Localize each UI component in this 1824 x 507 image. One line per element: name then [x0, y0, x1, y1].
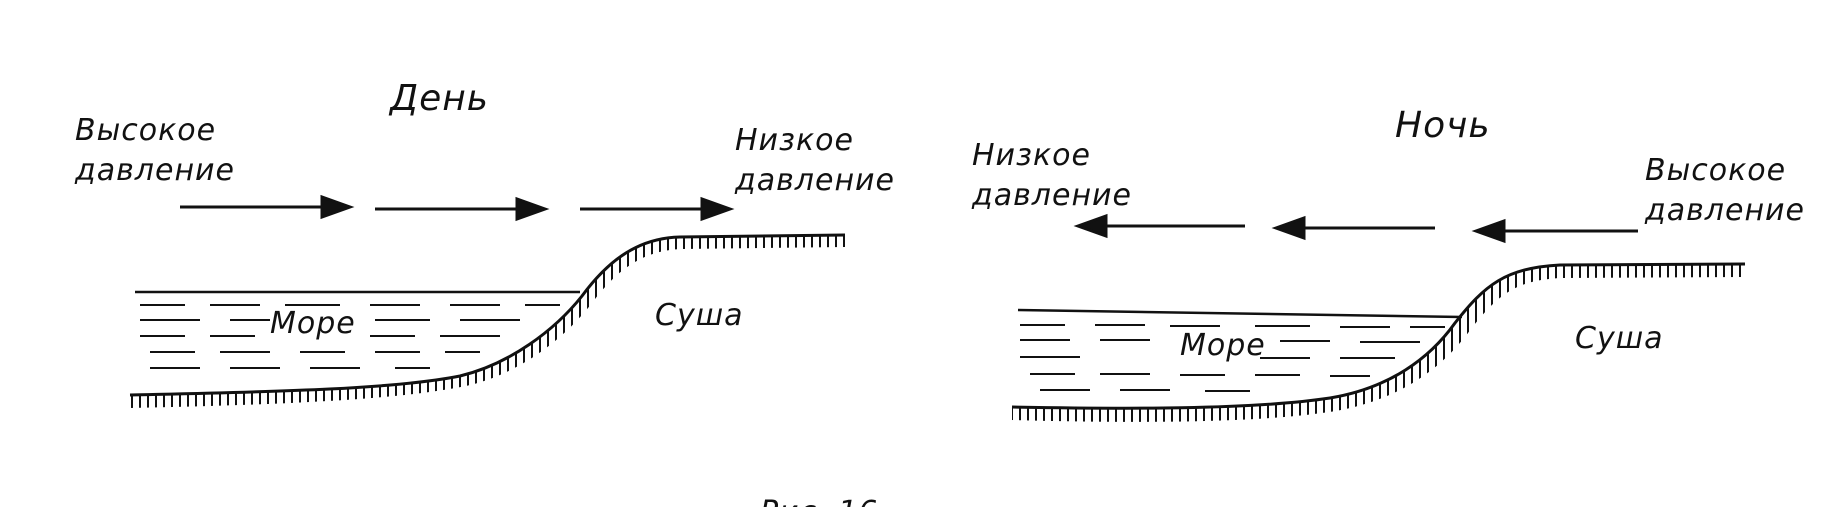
- night-sea-surface: [1017, 308, 1463, 319]
- day-panel: День Высокое давление Низкое давление Мо…: [74, 78, 895, 408]
- day-land-label: Суша: [655, 298, 744, 333]
- arrow-head-icon: [515, 196, 550, 222]
- night-sea-dashes: [1020, 324, 1445, 392]
- night-sea-label: Море: [1180, 328, 1266, 363]
- day-high-pressure-line1: Высокое: [75, 113, 216, 148]
- day-high-pressure-line2: давление: [74, 153, 235, 188]
- day-ground-hatch: [130, 235, 845, 408]
- figure-caption: Рис. 16: [760, 495, 878, 507]
- night-title: Ночь: [1395, 105, 1491, 146]
- night-wind-arrows: [1073, 213, 1638, 244]
- day-wind-arrows: [180, 194, 735, 222]
- night-low-pressure-line2: давление: [971, 178, 1132, 213]
- night-ground-line: [1011, 262, 1746, 410]
- day-sea-dashes: [140, 304, 560, 369]
- arrow-head-icon: [1471, 218, 1506, 244]
- arrow-head-icon: [320, 194, 355, 220]
- arrow-head-icon: [1271, 215, 1306, 241]
- arrow-head-icon: [700, 196, 735, 222]
- day-low-pressure-line1: Низкое: [735, 123, 854, 158]
- day-low-pressure-line2: давление: [734, 163, 895, 198]
- night-high-pressure-line2: давление: [1644, 193, 1805, 228]
- night-high-pressure-line1: Высокое: [1645, 153, 1786, 188]
- day-title: День: [388, 78, 489, 119]
- day-sea-label: Море: [270, 306, 356, 341]
- night-land-label: Суша: [1575, 321, 1664, 356]
- night-low-pressure-line1: Низкое: [972, 138, 1091, 173]
- arrow-head-icon: [1073, 213, 1108, 239]
- day-ground-line: [129, 233, 846, 397]
- night-ground-hatch: [1012, 264, 1745, 422]
- night-panel: Ночь Низкое давление Высокое давление Мо…: [971, 105, 1805, 422]
